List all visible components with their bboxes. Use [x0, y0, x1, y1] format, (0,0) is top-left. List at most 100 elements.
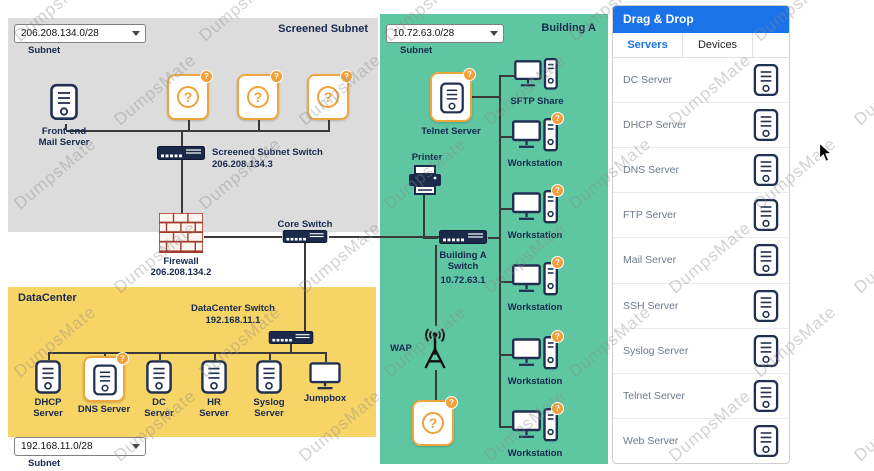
mail-server-label: Front-end Mail Server — [38, 126, 90, 149]
connector-line — [181, 160, 183, 213]
question-badge-icon: ? — [551, 184, 564, 197]
workstation-label: Workstation — [507, 158, 563, 169]
screened-subnet-switch-icon — [157, 146, 205, 160]
connector-line — [65, 124, 67, 130]
server-icon — [753, 425, 779, 457]
chevron-down-icon — [132, 31, 140, 36]
connector-line — [435, 370, 437, 400]
watermark-text: DumpsMate — [850, 49, 874, 130]
server-icon — [753, 380, 779, 412]
drag-item-dhcp-server[interactable]: DHCP Server — [613, 103, 789, 149]
question-badge-icon: ? — [270, 70, 283, 83]
wap-label: WAP — [390, 343, 412, 354]
building-a-switch-label: Building A Switch — [439, 250, 487, 273]
connector-line — [499, 75, 501, 427]
workstation-label: Workstation — [507, 302, 563, 313]
connector-line — [48, 352, 326, 354]
drop-target-1[interactable]: ? ? — [167, 70, 213, 120]
drag-item-label: DHCP Server — [623, 119, 687, 132]
connector-line — [329, 236, 439, 238]
server-icon — [753, 199, 779, 231]
screened-subnet-dropdown-value: 206.208.134.0/28 — [21, 28, 99, 39]
core-switch-icon — [281, 230, 329, 243]
datacenter-subnet-dropdown-value: 192.168.11.0/28 — [21, 441, 93, 452]
drag-item-syslog-server[interactable]: Syslog Server — [613, 329, 789, 374]
drag-drop-panel: Drag & Drop Servers Devices DC Server DH… — [612, 5, 790, 464]
connector-line — [290, 344, 292, 352]
drag-item-ssh-server[interactable]: SSH Server — [613, 284, 789, 329]
dhcp-server-label: DHCP Server — [33, 397, 63, 420]
drag-item-label: Mail Server — [623, 254, 677, 267]
workstation-1: ? — [512, 112, 564, 156]
drag-item-ftp-server[interactable]: FTP Server — [613, 193, 789, 239]
mail-server-icon — [50, 80, 78, 124]
workstation-2: ? — [512, 184, 564, 228]
connector-line — [499, 426, 512, 428]
tab-servers[interactable]: Servers — [613, 33, 683, 57]
tab-devices[interactable]: Devices — [683, 33, 753, 57]
connector-line — [435, 245, 437, 326]
connector-line — [159, 352, 161, 360]
server-icon — [753, 335, 779, 367]
firewall-label: Firewall — [163, 256, 199, 267]
workstation-label: Workstation — [507, 230, 563, 241]
drag-item-web-server[interactable]: Web Server — [613, 419, 789, 463]
server-icon — [753, 290, 779, 322]
question-mark-icon: ? — [422, 412, 444, 434]
chevron-down-icon — [132, 444, 140, 449]
connector-line — [328, 120, 330, 130]
question-mark-icon: ? — [177, 86, 199, 108]
screened-subnet-switch-ip: 206.208.134.3 — [212, 159, 273, 170]
workstation-4: ? — [512, 330, 564, 374]
datacenter-region: DataCenter — [8, 287, 376, 437]
drop-target-2[interactable]: ? ? — [237, 70, 283, 120]
question-badge-icon: ? — [551, 112, 564, 125]
watermark-text: DumpsMate — [850, 385, 874, 466]
workstation-icon — [512, 408, 558, 446]
connector-line — [499, 136, 512, 138]
question-badge-icon: ? — [445, 396, 458, 409]
drag-item-label: SSH Server — [623, 299, 679, 312]
drag-item-label: Telnet Server — [623, 389, 685, 402]
firewall-ip: 206.208.134.2 — [150, 267, 212, 278]
drag-item-label: FTP Server — [623, 209, 677, 222]
firewall-icon — [159, 213, 203, 253]
server-icon — [753, 109, 779, 141]
connector-line — [48, 352, 50, 360]
dns-server-placed-item[interactable]: ? — [83, 352, 129, 402]
connector-line — [258, 120, 260, 130]
workstation-icon — [512, 190, 558, 228]
server-icon — [753, 64, 779, 96]
dhcp-server-icon — [35, 360, 61, 394]
workstation-3: ? — [512, 256, 564, 300]
building-a-subnet-dropdown[interactable]: 10.72.63.0/28 — [386, 24, 504, 43]
dc-server-label: DC Server — [144, 397, 174, 420]
syslog-server-icon — [256, 360, 282, 394]
connector-line — [304, 243, 306, 331]
screened-subnet-dropdown[interactable]: 206.208.134.0/28 — [14, 24, 146, 43]
question-badge-icon: ? — [116, 352, 129, 365]
drag-item-telnet-server[interactable]: Telnet Server — [613, 374, 789, 419]
drag-item-dns-server[interactable]: DNS Server — [613, 148, 789, 194]
drag-item-label: DNS Server — [623, 164, 680, 177]
telnet-server-placed-item[interactable]: ? — [430, 68, 476, 122]
drop-target-4[interactable]: ? ? — [412, 396, 458, 446]
drag-item-dc-server[interactable]: DC Server — [613, 58, 789, 104]
connector-line — [188, 120, 190, 130]
drag-item-mail-server[interactable]: Mail Server — [613, 238, 789, 284]
question-mark-icon: ? — [247, 86, 269, 108]
sftp-share-label: SFTP Share — [510, 96, 564, 107]
sftp-share-icon — [514, 58, 558, 94]
question-badge-icon: ? — [463, 68, 476, 81]
datacenter-switch-icon — [268, 331, 314, 344]
screened-subnet-switch-label: Screened Subnet Switch — [212, 147, 323, 158]
drag-item-label: DC Server — [623, 74, 673, 87]
connector-line — [423, 237, 438, 239]
datacenter-title: DataCenter — [18, 292, 77, 304]
datacenter-subnet-dropdown[interactable]: 192.168.11.0/28 — [14, 437, 146, 456]
connector-line — [423, 195, 425, 238]
server-icon — [753, 244, 779, 276]
datacenter-subnet-label: Subnet — [28, 458, 61, 469]
drop-target-3[interactable]: ? ? — [307, 70, 353, 120]
connector-line — [214, 352, 216, 360]
